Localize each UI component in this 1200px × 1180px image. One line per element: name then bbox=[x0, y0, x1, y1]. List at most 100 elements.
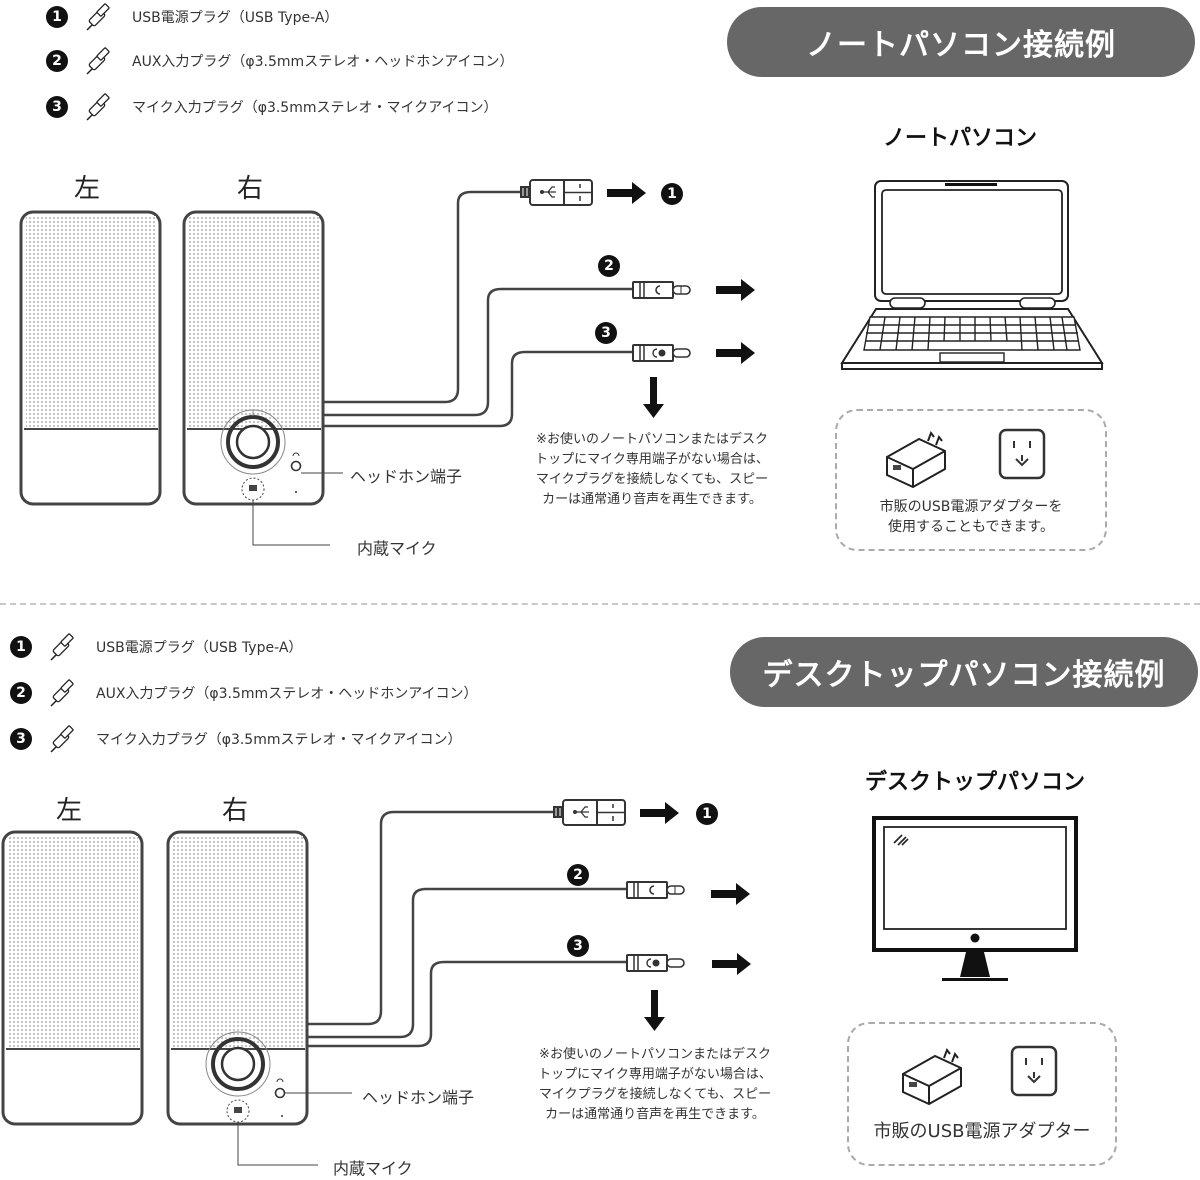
cables bbox=[324, 190, 633, 428]
wall-outlet-icon bbox=[1010, 1045, 1058, 1097]
aux-plug-icon bbox=[84, 46, 114, 76]
legend-item-aux: 2 AUX入力プラグ（φ3.5mmステレオ・ヘッドホンアイコン） bbox=[10, 678, 478, 708]
note-line: カーは通常通り音声を再生できます。 bbox=[545, 1107, 765, 1122]
plug-number-1: 1 bbox=[661, 183, 683, 205]
legend-item-mic: 3 マイク入力プラグ（φ3.5mmステレオ・マイクアイコン） bbox=[10, 724, 462, 754]
arrow-right-icon bbox=[640, 802, 679, 824]
aux-cable bbox=[324, 287, 633, 417]
legend-text: USB電源プラグ（USB Type-A） bbox=[132, 10, 339, 26]
note-line: ※お使いのノートパソコンまたはデスク bbox=[536, 432, 768, 447]
mic-cable bbox=[308, 960, 627, 1048]
left-speaker bbox=[1, 830, 144, 1126]
usb-plug-connector bbox=[553, 799, 626, 826]
headphone-jack-label: ヘッドホン端子 bbox=[350, 467, 463, 486]
headphone-jack bbox=[274, 1078, 352, 1117]
note-line: トップにマイク専用端子がない場合は、 bbox=[538, 1067, 772, 1082]
mic-plug-connector bbox=[632, 344, 691, 362]
adapter-note-line: 使用することもできます。 bbox=[887, 519, 1055, 535]
aux-plug-connector bbox=[626, 881, 685, 899]
number-badge: 1 bbox=[10, 636, 32, 658]
volume-knob bbox=[220, 409, 286, 475]
cables bbox=[308, 810, 627, 1048]
wall-outlet-icon bbox=[998, 428, 1046, 480]
desktop-monitor-illustration bbox=[872, 816, 1078, 981]
volume-knob bbox=[205, 1031, 271, 1097]
aux-cable bbox=[308, 887, 627, 1039]
arrow-right-icon bbox=[716, 342, 755, 364]
device-title-desktop: デスクトップパソコン bbox=[864, 770, 1085, 795]
number-badge: 3 bbox=[46, 96, 68, 118]
mic-plug-icon bbox=[48, 724, 78, 754]
note-line: トップにマイク専用端子がない場合は、 bbox=[535, 452, 769, 467]
section-header-laptop: ノートパソコン接続例 bbox=[727, 7, 1195, 77]
arrows bbox=[607, 182, 755, 418]
mic-plug-icon bbox=[84, 92, 114, 122]
usb-adapter-box: 市販のUSB電源アダプターを 使用することもできます。 bbox=[835, 409, 1107, 551]
number-badge: 2 bbox=[10, 682, 32, 704]
laptop-illustration bbox=[840, 180, 1104, 370]
plug-number-2: 2 bbox=[598, 255, 620, 277]
adapter-note: 市販のUSB電源アダプターを 使用することもできます。 bbox=[837, 497, 1105, 537]
number-badge: 1 bbox=[46, 6, 68, 28]
adapter-note-line: 市販のUSB電源アダプター bbox=[873, 1121, 1091, 1142]
legend-item-usb: 1 USB電源プラグ（USB Type-A） bbox=[46, 2, 338, 32]
adapter-note: 市販のUSB電源アダプター bbox=[849, 1122, 1115, 1142]
headphone-jack-label: ヘッドホン端子 bbox=[362, 1088, 475, 1107]
built-in-mic-label: 内蔵マイク bbox=[333, 1159, 413, 1178]
usb-adapter-box: 市販のUSB電源アダプター bbox=[847, 1022, 1117, 1166]
arrow-right-icon bbox=[712, 953, 751, 975]
left-speaker bbox=[19, 210, 162, 506]
section-header-desktop: デスクトップパソコン接続例 bbox=[730, 637, 1198, 707]
usb-adapter-icon bbox=[886, 430, 946, 489]
arrow-down-icon bbox=[643, 377, 664, 418]
plug-number-2: 2 bbox=[567, 864, 589, 886]
legend-text: AUX入力プラグ（φ3.5mmステレオ・ヘッドホンアイコン） bbox=[96, 686, 478, 702]
headphone-jack bbox=[290, 452, 343, 493]
plug-number-3: 3 bbox=[567, 935, 589, 957]
arrow-right-icon bbox=[716, 279, 755, 301]
usb-plug-connector bbox=[520, 179, 593, 206]
speaker-cable-diagram-laptop bbox=[19, 179, 755, 546]
usb-plug-icon bbox=[48, 632, 78, 662]
right-speaker bbox=[166, 830, 309, 1126]
usb-plug-icon bbox=[84, 2, 114, 32]
usb-cable bbox=[308, 810, 553, 1026]
mic-note: ※お使いのノートパソコンまたはデスク トップにマイク専用端子がない場合は、 マイ… bbox=[502, 430, 802, 510]
legend-text: USB電源プラグ（USB Type-A） bbox=[96, 640, 303, 656]
aux-plug-connector bbox=[632, 281, 691, 299]
arrow-right-icon bbox=[711, 883, 750, 905]
built-in-mic bbox=[241, 477, 330, 546]
adapter-note-line: 市販のUSB電源アダプターを bbox=[879, 499, 1063, 515]
legend-text: AUX入力プラグ（φ3.5mmステレオ・ヘッドホンアイコン） bbox=[132, 54, 514, 70]
mic-plug-connector bbox=[626, 954, 685, 972]
left-speaker-label: 左 bbox=[56, 796, 83, 826]
legend-text: マイク入力プラグ（φ3.5mmステレオ・マイクアイコン） bbox=[132, 100, 498, 116]
built-in-mic-label: 内蔵マイク bbox=[357, 539, 437, 558]
section-divider bbox=[0, 603, 1200, 605]
legend-text: マイク入力プラグ（φ3.5mmステレオ・マイクアイコン） bbox=[96, 732, 462, 748]
speaker-cable-diagram-desktop bbox=[1, 799, 751, 1166]
plug-number-1: 1 bbox=[696, 803, 718, 825]
number-badge: 3 bbox=[10, 728, 32, 750]
right-speaker bbox=[182, 210, 325, 506]
legend-item-usb: 1 USB電源プラグ（USB Type-A） bbox=[10, 632, 302, 662]
note-line: カーは通常通り音声を再生できます。 bbox=[542, 492, 762, 507]
number-badge: 2 bbox=[46, 50, 68, 72]
device-title-laptop: ノートパソコン bbox=[882, 126, 1037, 151]
usb-cable bbox=[324, 190, 520, 404]
plug-number-3: 3 bbox=[595, 322, 617, 344]
legend-item-aux: 2 AUX入力プラグ（φ3.5mmステレオ・ヘッドホンアイコン） bbox=[46, 46, 514, 76]
arrow-right-icon bbox=[607, 182, 646, 204]
note-line: マイクプラグを接続しなくても、スピー bbox=[535, 472, 769, 487]
note-line: ※お使いのノートパソコンまたはデスク bbox=[539, 1047, 771, 1062]
right-speaker-label: 右 bbox=[237, 174, 264, 204]
arrows bbox=[640, 802, 751, 1031]
mic-note: ※お使いのノートパソコンまたはデスク トップにマイク専用端子がない場合は、 マイ… bbox=[505, 1045, 805, 1125]
left-speaker-label: 左 bbox=[74, 174, 101, 204]
note-line: マイクプラグを接続しなくても、スピー bbox=[538, 1087, 772, 1102]
usb-adapter-icon bbox=[902, 1047, 962, 1106]
aux-plug-icon bbox=[48, 678, 78, 708]
arrow-down-icon bbox=[644, 990, 665, 1031]
built-in-mic bbox=[226, 1099, 318, 1166]
legend-item-mic: 3 マイク入力プラグ（φ3.5mmステレオ・マイクアイコン） bbox=[46, 92, 498, 122]
